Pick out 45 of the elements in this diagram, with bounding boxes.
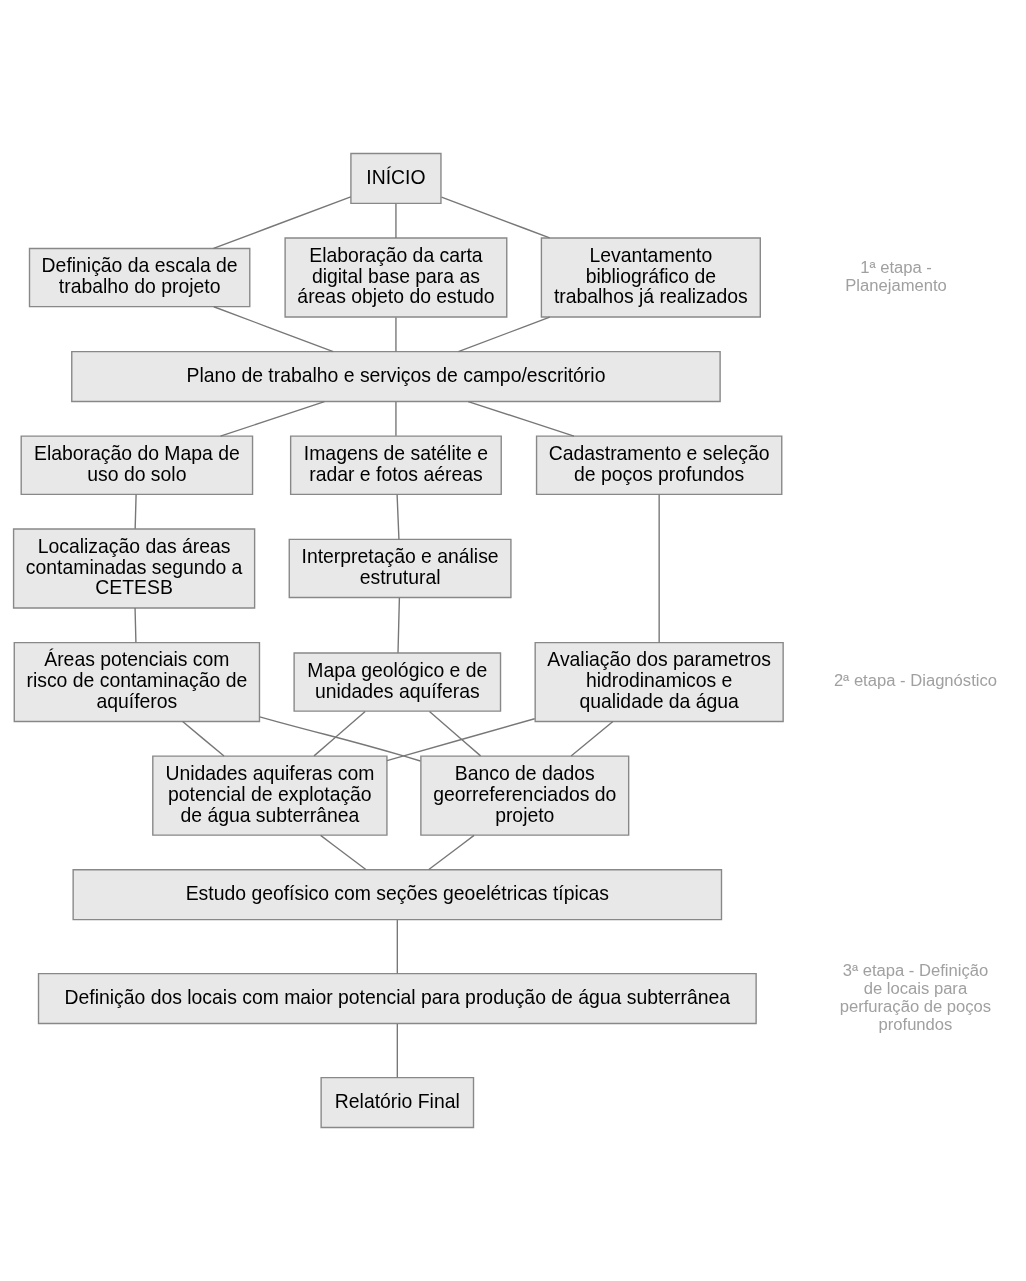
node-box: Definição dos locais com maior potencial para produção de água subterrânea <box>37 973 757 1025</box>
connector <box>259 716 422 762</box>
connector <box>658 493 660 644</box>
label: 1ª etapa - Planejamento <box>845 257 947 295</box>
connector <box>457 316 551 353</box>
connector <box>395 316 397 353</box>
label: 3ª etapa - Definição de locais para perfuração de poços profundos <box>839 960 992 1034</box>
connector <box>386 718 536 762</box>
connector <box>319 834 367 871</box>
node-box: Cadastramento e seleção de poços profundos <box>535 435 783 496</box>
node-box: INÍCIO <box>350 152 442 205</box>
node-box: Mapa geológico e de unidades aquíferas <box>293 652 502 712</box>
connector <box>396 1023 398 1079</box>
node-box: Plano de trabalho e serviços de campo/escritório <box>71 350 721 403</box>
connector <box>570 720 614 757</box>
connector <box>313 710 366 757</box>
node-box: Localização das áreas contaminadas segundo a CETESB <box>12 528 256 609</box>
node-box: Banco de dados georreferenciados do projeto <box>420 755 630 836</box>
node-box: Avaliação dos parametros hidrodinamicos e qualidade da água <box>534 641 784 723</box>
connector <box>134 493 137 530</box>
node-box: Definição da escala de trabalho do projeto <box>28 247 251 308</box>
node-box: Imagens de satélite e radar e fotos aéreas <box>289 435 502 496</box>
connector <box>428 710 482 757</box>
label: 2ª etapa - Diagnóstico <box>833 671 998 691</box>
connector <box>395 401 397 437</box>
node-box: Relatório Final <box>320 1076 475 1129</box>
connector <box>181 720 225 757</box>
node-box: Estudo geofísico com seções geoelétricas típicas <box>72 869 723 921</box>
connector <box>213 306 334 353</box>
connector <box>396 919 398 975</box>
connector <box>134 607 137 644</box>
connector <box>396 493 400 540</box>
connector <box>397 597 401 654</box>
connector <box>212 196 352 250</box>
connector <box>428 834 475 871</box>
node-box: Elaboração da carta digital base para as áreas objeto do estudo <box>284 237 508 318</box>
connector <box>440 196 551 239</box>
connector <box>467 400 575 437</box>
node-box: Interpretação e análise estrutural <box>288 538 512 599</box>
node-box: Levantamento bibliográfico de trabalhos já realizados <box>540 237 761 318</box>
connector <box>395 202 397 239</box>
connector <box>219 401 326 437</box>
node-box: Unidades aquiferas com potencial de explotação de água subterrânea <box>152 755 388 836</box>
node-box: Elaboração do Mapa de uso do solo <box>20 435 254 496</box>
node-box: Áreas potenciais com risco de contaminação de aquíferos <box>13 641 261 723</box>
